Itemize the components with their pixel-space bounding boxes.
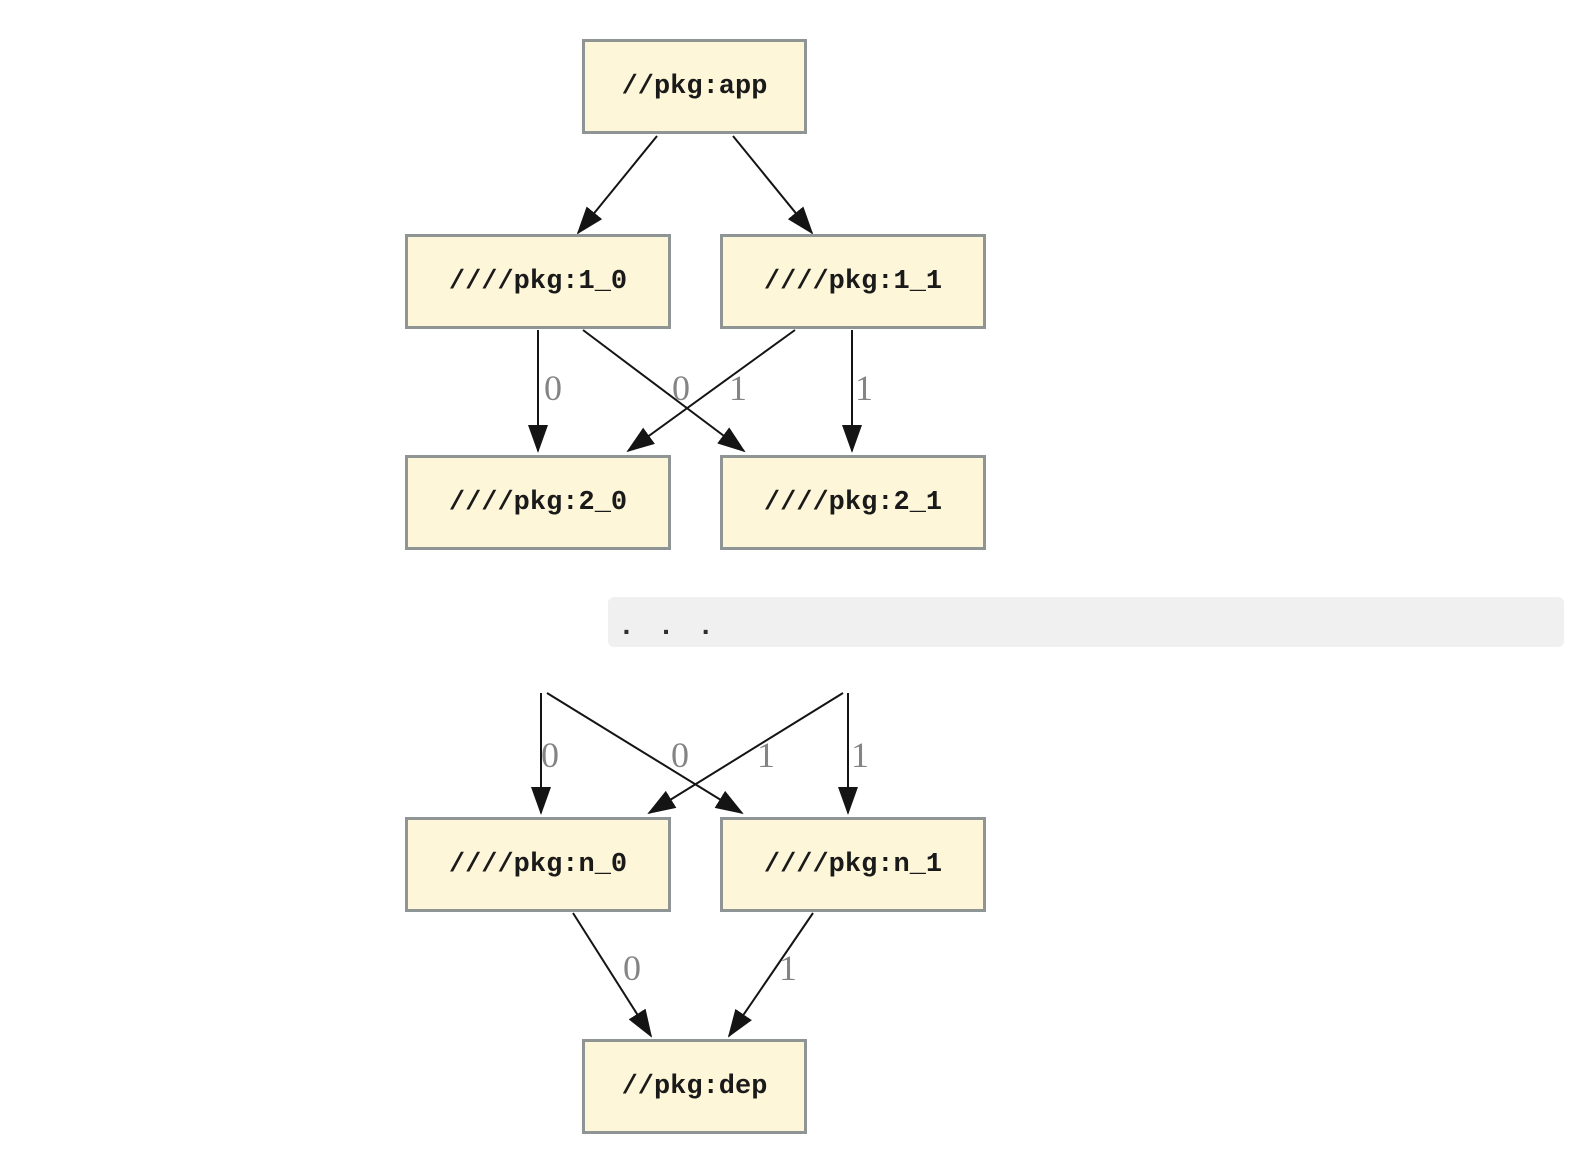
edge-n_1-to-dep bbox=[727, 912, 814, 1038]
edge-label-1_0-to-2_1: 1 bbox=[729, 368, 747, 408]
graph-node-label: ////pkg:1_0 bbox=[448, 266, 628, 297]
edge-n_0-to-dep bbox=[572, 912, 653, 1038]
graph-node-label: ////pkg:1_1 bbox=[763, 266, 943, 297]
graph-node-app: //pkg:app bbox=[582, 39, 807, 134]
graph-node-label: ////pkg:n_0 bbox=[448, 849, 628, 880]
graph-node-label: ////pkg:2_0 bbox=[448, 487, 628, 518]
edge-label-1_0-to-2_0: 0 bbox=[544, 368, 562, 408]
ellipsis-bar: . . . bbox=[608, 597, 1564, 647]
graph-node-1_0: ////pkg:1_0 bbox=[405, 234, 671, 329]
graph-node-label: ////pkg:n_1 bbox=[763, 849, 943, 880]
edge-1_1-to-2_0 bbox=[626, 329, 796, 453]
graph-node-n_0: ////pkg:n_0 bbox=[405, 817, 671, 912]
graph-node-2_1: ////pkg:2_1 bbox=[720, 455, 986, 550]
edge-label-1_1-to-2_0: 0 bbox=[672, 368, 690, 408]
graph-node-dep: //pkg:dep bbox=[582, 1039, 807, 1134]
edge-app-to-1_1 bbox=[732, 135, 814, 235]
edge-app-to-1_0 bbox=[576, 135, 658, 235]
graph-node-label: //pkg:dep bbox=[621, 1071, 768, 1102]
edge-label-n_0-to-dep: 0 bbox=[623, 948, 641, 988]
edge-1_0-to-2_1 bbox=[582, 329, 746, 453]
edge-elided-1-to-n_0 bbox=[647, 692, 844, 815]
edge-label-elided-0-to-n_1: 1 bbox=[757, 735, 775, 775]
edge-label-elided-1-to-n_0: 0 bbox=[671, 735, 689, 775]
graph-node-1_1: ////pkg:1_1 bbox=[720, 234, 986, 329]
ellipsis-text: . . . bbox=[618, 612, 718, 643]
edge-label-elided-1-to-n_1: 1 bbox=[851, 735, 869, 775]
edge-label-elided-0-to-n_0: 0 bbox=[541, 735, 559, 775]
edge-label-n_1-to-dep: 1 bbox=[779, 948, 797, 988]
graph-node-2_0: ////pkg:2_0 bbox=[405, 455, 671, 550]
edge-elided-0-to-n_1 bbox=[546, 692, 744, 815]
graph-node-label: ////pkg:2_1 bbox=[763, 487, 943, 518]
graph-node-label: //pkg:app bbox=[621, 71, 768, 102]
graph-node-n_1: ////pkg:n_1 bbox=[720, 817, 986, 912]
edge-label-1_1-to-2_1: 1 bbox=[855, 368, 873, 408]
